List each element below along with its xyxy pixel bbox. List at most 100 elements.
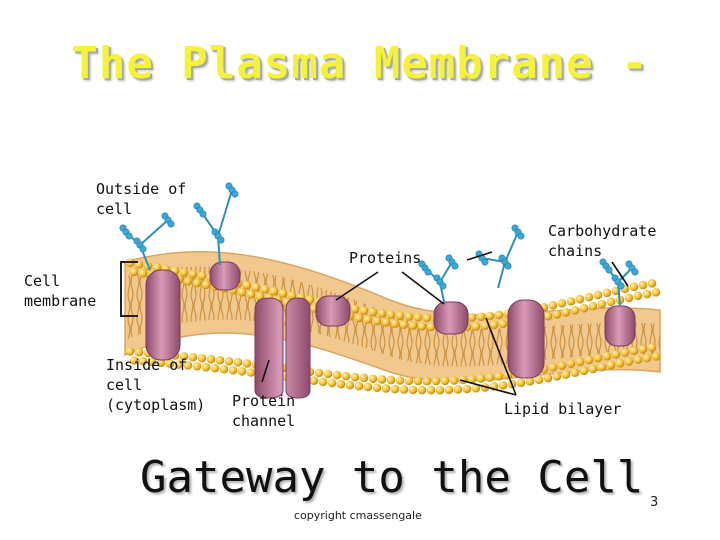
carbohydrate-bead bbox=[631, 268, 639, 276]
phospholipid-head bbox=[458, 375, 468, 385]
phospholipid-head bbox=[323, 369, 333, 379]
phospholipid-head bbox=[183, 277, 193, 286]
phospholipid-head bbox=[237, 287, 247, 297]
page-number: 3 bbox=[650, 495, 659, 510]
phospholipid-head bbox=[372, 316, 382, 326]
phospholipid-head bbox=[359, 373, 369, 383]
phospholipid-head bbox=[242, 359, 252, 368]
phospholipid-head bbox=[246, 368, 256, 377]
phospholipid-head bbox=[404, 312, 414, 321]
phospholipid-head bbox=[548, 301, 558, 310]
phospholipid-head bbox=[336, 379, 346, 389]
phospholipid-head bbox=[129, 267, 139, 277]
phospholipid-head bbox=[341, 371, 351, 381]
phospholipid-head bbox=[476, 312, 486, 322]
phospholipid-head bbox=[422, 376, 432, 386]
phospholipid-head bbox=[575, 357, 585, 367]
phospholipid-head bbox=[350, 304, 360, 314]
phospholipid-head bbox=[561, 308, 571, 317]
phospholipid-head bbox=[588, 364, 598, 374]
phospholipid-head bbox=[417, 385, 427, 395]
phospholipid-head bbox=[125, 347, 135, 356]
proteins-label: Proteins bbox=[349, 249, 422, 267]
phospholipid-head bbox=[579, 366, 589, 376]
lipid-bilayer-label: Lipid bilayer bbox=[504, 400, 622, 418]
phospholipid-head bbox=[597, 362, 607, 372]
phospholipid-head bbox=[206, 354, 216, 364]
phospholipid-head bbox=[386, 310, 396, 319]
phospholipid-head bbox=[548, 363, 558, 372]
phospholipid-head bbox=[165, 359, 175, 368]
carbohydrate-bead bbox=[167, 220, 175, 228]
phospholipid-head bbox=[179, 352, 189, 361]
phospholipid-head bbox=[372, 383, 382, 393]
slide-title: The Plasma Membrane - bbox=[71, 38, 649, 89]
phospholipid-head bbox=[246, 289, 256, 299]
phospholipid-head bbox=[561, 370, 571, 379]
phospholipid-head bbox=[462, 384, 472, 394]
carbohydrate-bead bbox=[424, 268, 432, 276]
carbohydrate-bead bbox=[199, 210, 207, 218]
phospholipid-head bbox=[188, 269, 198, 279]
carbohydrate-bead bbox=[125, 232, 133, 240]
phospholipid-head bbox=[552, 310, 562, 319]
phospholipid-head bbox=[426, 322, 436, 332]
carbohydrate-bead bbox=[217, 236, 225, 244]
phospholipid-head bbox=[588, 301, 598, 311]
carbohydrate-bead bbox=[504, 262, 512, 270]
phospholipid-head bbox=[345, 380, 355, 390]
phospholipid-head bbox=[606, 360, 616, 370]
phospholipid-head bbox=[566, 296, 576, 306]
phospholipid-head bbox=[183, 361, 193, 370]
phospholipid-head bbox=[570, 368, 580, 378]
phospholipid-head bbox=[584, 355, 594, 365]
phospholipid-head bbox=[485, 373, 495, 382]
phospholipid-head bbox=[444, 385, 454, 395]
protein-left-tall bbox=[145, 269, 181, 361]
phospholipid-head bbox=[174, 360, 184, 369]
phospholipid-head bbox=[647, 279, 657, 288]
phospholipid-head bbox=[431, 376, 441, 386]
phospholipid-head bbox=[413, 312, 423, 322]
phospholipid-head bbox=[327, 378, 337, 388]
phospholipid-head bbox=[368, 307, 378, 317]
carbohydrate-bead bbox=[617, 282, 625, 290]
protein-channel bbox=[254, 297, 311, 399]
inside-of-cell-label: Inside of cell (cytoplasm) bbox=[106, 356, 206, 414]
phospholipid-head bbox=[350, 372, 360, 382]
phospholipid-head bbox=[278, 289, 288, 298]
phospholipid-head bbox=[255, 291, 265, 301]
phospholipid-head bbox=[134, 347, 144, 357]
phospholipid-head bbox=[467, 374, 477, 384]
phospholipid-head bbox=[651, 352, 661, 361]
phospholipid-head bbox=[422, 313, 432, 323]
phospholipid-head bbox=[453, 385, 463, 394]
phospholipid-head bbox=[516, 378, 526, 388]
phospholipid-head bbox=[363, 315, 373, 324]
phospholipid-head bbox=[557, 361, 567, 370]
phospholipid-head bbox=[251, 282, 261, 292]
phospholipid-head bbox=[219, 364, 229, 374]
protein-far-right bbox=[604, 305, 636, 347]
phospholipid-head bbox=[426, 385, 436, 395]
carbohydrate-bead bbox=[481, 258, 489, 266]
protein-middle bbox=[315, 295, 351, 327]
phospholipid-head bbox=[395, 376, 405, 385]
phospholipid-head bbox=[233, 358, 243, 367]
phospholipid-head bbox=[408, 385, 418, 395]
phospholipid-head bbox=[534, 375, 544, 385]
phospholipid-head bbox=[570, 305, 580, 315]
phospholipid-head bbox=[417, 321, 427, 331]
phospholipid-head bbox=[611, 350, 621, 359]
phospholipid-head bbox=[332, 370, 342, 380]
phospholipid-head bbox=[404, 376, 414, 386]
phospholipid-head bbox=[494, 310, 504, 320]
phospholipid-head bbox=[138, 269, 148, 278]
phospholipid-head bbox=[489, 320, 499, 330]
phospholipid-head bbox=[399, 320, 409, 329]
protein-right-mid bbox=[433, 301, 469, 335]
phospholipid-head bbox=[593, 353, 603, 363]
phospholipid-head bbox=[480, 321, 490, 331]
phospholipid-head bbox=[287, 291, 297, 300]
phospholipid-head bbox=[314, 368, 324, 378]
